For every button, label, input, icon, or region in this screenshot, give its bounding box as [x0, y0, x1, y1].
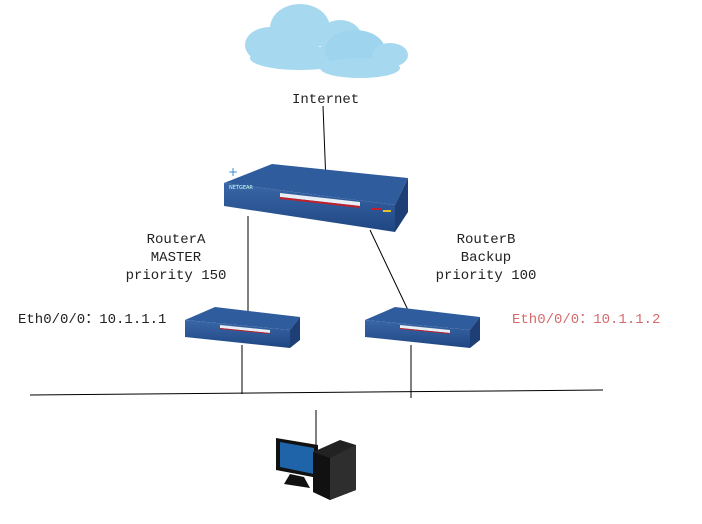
router-b-role: Backup	[461, 250, 511, 266]
router-icon: NETGEAR	[224, 164, 408, 232]
router-a-icon	[185, 307, 300, 348]
router-a-name: RouterA	[147, 232, 206, 248]
router-a-role: MASTER	[151, 250, 202, 266]
internet-label: Internet	[292, 92, 359, 108]
router-b-priority: priority 100	[436, 268, 537, 284]
pc-icon	[276, 438, 356, 500]
crosshair-icon: +	[228, 165, 238, 179]
cloud-icon	[245, 4, 408, 78]
links	[29, 105, 604, 470]
svg-text:NETGEAR: NETGEAR	[229, 185, 253, 191]
router-b-icon	[365, 307, 480, 348]
lan-bus	[29, 389, 604, 396]
router-a-interface: Eth0/0/0：10.1.1.1	[18, 312, 166, 328]
router-a-priority: priority 150	[126, 268, 227, 284]
router-b-name: RouterB	[457, 232, 516, 248]
router-b-interface: Eth0/0/0：10.1.1.2	[512, 312, 660, 328]
